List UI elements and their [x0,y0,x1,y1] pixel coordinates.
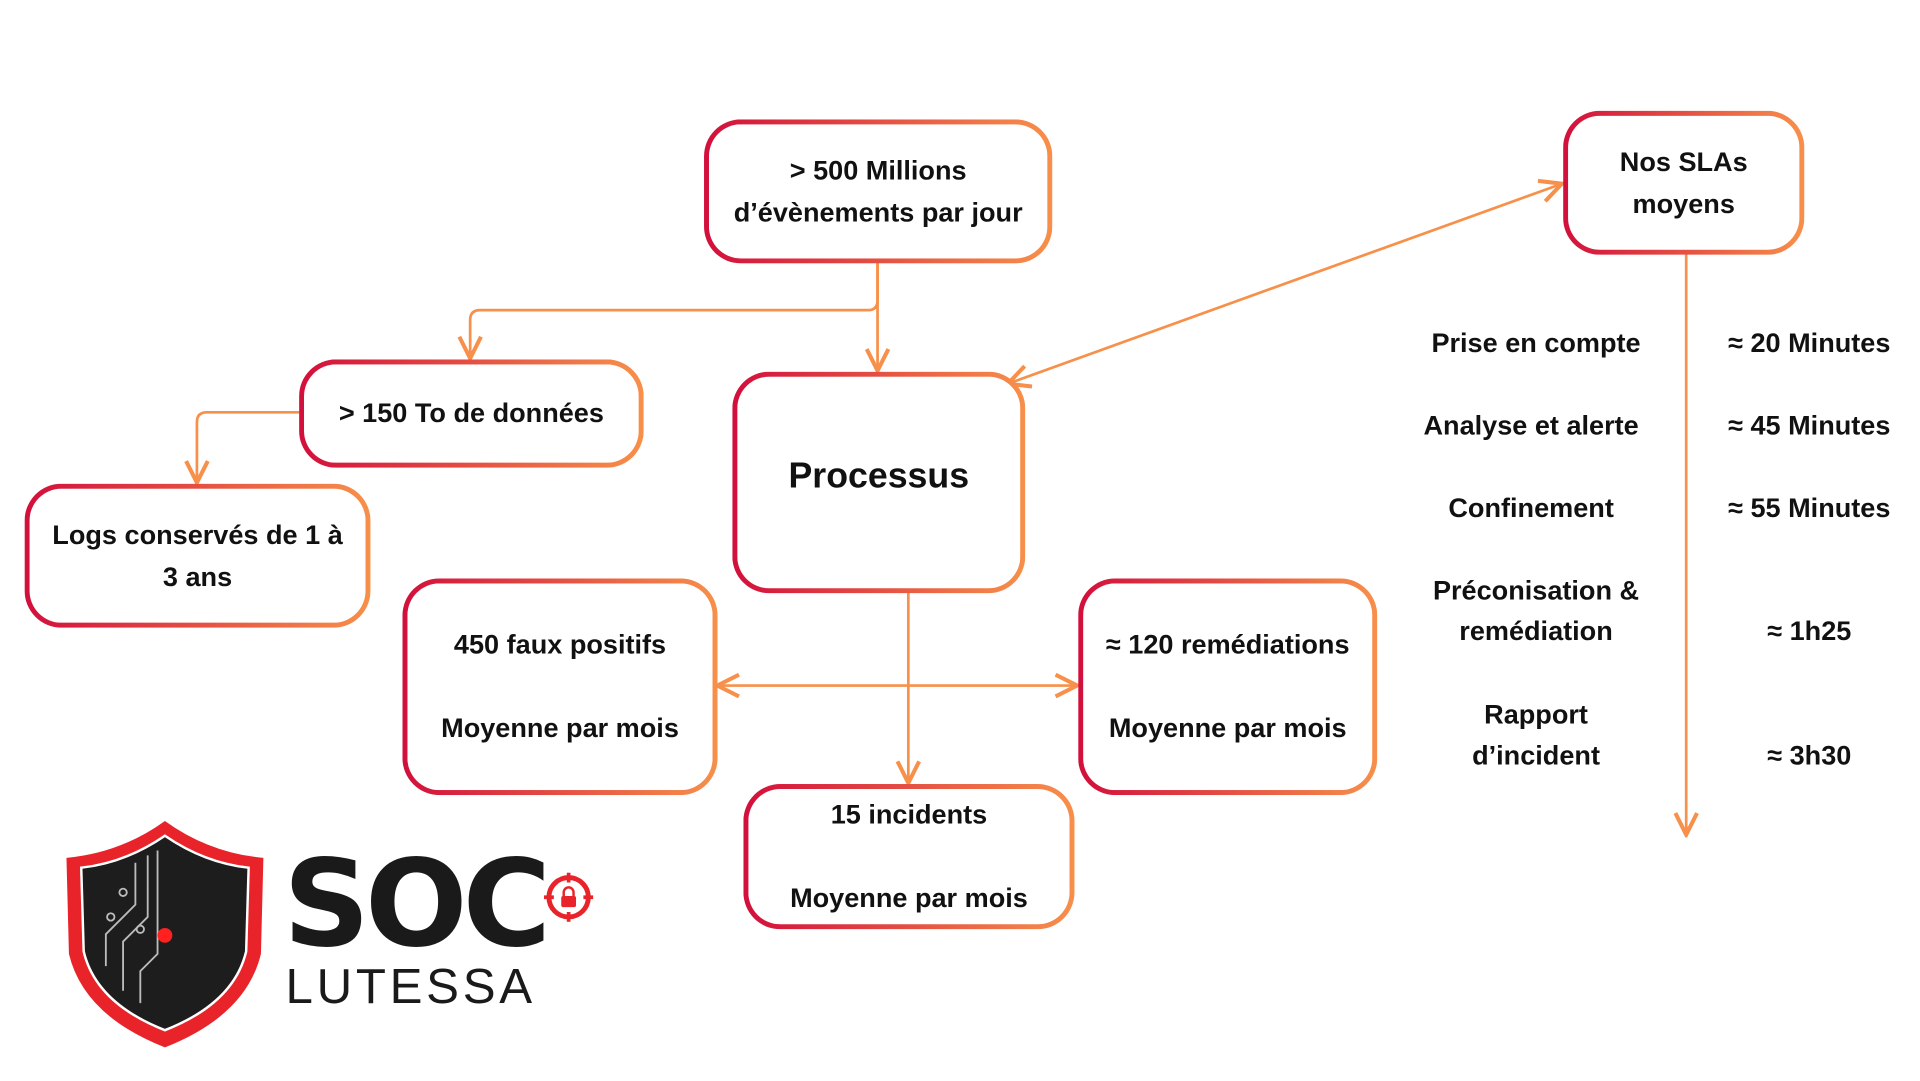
sla-box: Nos SLAs moyens [1563,111,1804,255]
false-positives-box: 450 faux positifs Moyenne par mois [402,578,717,795]
incidents-box: 15 incidents Moyenne par mois [743,784,1074,929]
data-box: > 150 To de données [299,359,644,467]
logo-target-lock-icon [544,872,594,922]
remediations-value: ≈ 120 remédiations [1105,628,1350,660]
logs-box: Logs conservés de 1 à 3 ans [25,484,371,628]
events-box: > 500 Millions d’évènements par jour [704,119,1052,263]
sla-line-2: moyens [1632,187,1735,219]
process-title: Processus [788,456,970,497]
events-line-2: d’évènements par jour [733,196,1023,228]
logo-soc-text: SOC [283,834,551,975]
process-box: Processus [732,372,1025,594]
sla-value-3: ≈ 1h25 [1767,615,1852,647]
incidents-sub: Moyenne par mois [790,882,1028,914]
shield-icon [66,820,264,1048]
remediations-sub: Moyenne par mois [1108,712,1347,744]
false-positives-sub: Moyenne par mois [441,712,679,744]
logo-lutessa-text: LUTESSA [285,960,536,1015]
arrow-process-sla [1010,185,1559,383]
incidents-value: 15 incidents [830,798,988,830]
sla-label-1: Analyse et alerte [1423,409,1639,441]
sla-label-3: Préconisation &remédiation [1432,574,1640,647]
events-line-1: > 500 Millions [789,154,967,186]
arrow-events-to-data [470,262,879,356]
arrow-data-to-logs [197,410,300,480]
sla-label-2: Confinement [1448,492,1614,524]
sla-label-0: Prise en compte [1431,327,1641,359]
logs-line-1: Logs conservés de 1 à [52,518,343,550]
data-text: > 150 To de données [338,397,604,429]
false-positives-value: 450 faux positifs [453,628,667,660]
remediations-box: ≈ 120 remédiations Moyenne par mois [1078,578,1377,795]
sla-value-4: ≈ 3h30 [1767,739,1852,771]
sla-value-0: ≈ 20 Minutes [1728,327,1891,359]
logs-line-2: 3 ans [162,560,233,592]
sla-value-1: ≈ 45 Minutes [1728,409,1891,441]
sla-line-1: Nos SLAs [1619,145,1748,177]
soc-lutessa-logo: SOC LUTESSA [62,818,604,1052]
sla-value-2: ≈ 55 Minutes [1728,492,1891,524]
